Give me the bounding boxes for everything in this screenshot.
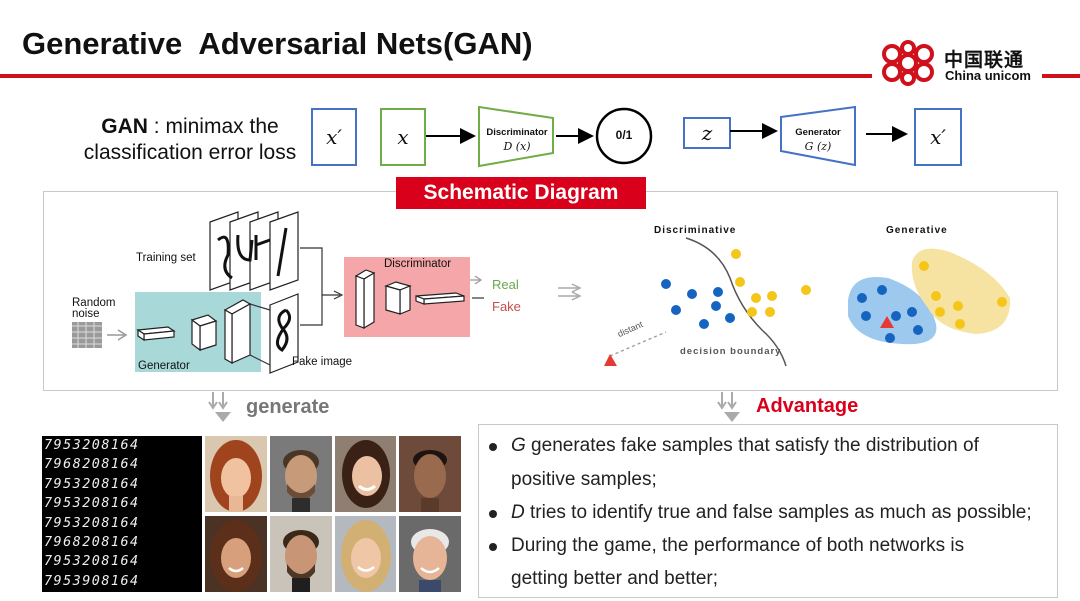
page-title: Generative Adversarial Nets(GAN) <box>22 26 533 61</box>
generator-label: Generator <box>138 360 190 372</box>
gan-definition-line1: : minimax the <box>147 115 279 138</box>
mnist-row: 7953208164 <box>44 515 140 531</box>
mnist-row: 7953208164 <box>44 554 140 570</box>
bullet-2-var: D <box>511 502 525 523</box>
face-image <box>399 515 461 593</box>
decision-boundary-curve <box>685 237 787 367</box>
x-prime-box: x′ <box>311 108 357 166</box>
bullet-2: D tries to identify true and false sampl… <box>511 502 1032 524</box>
gan-term: GAN <box>101 115 148 138</box>
face-image <box>334 515 397 593</box>
face-image <box>334 436 397 513</box>
mnist-row: 7953208164 <box>44 438 140 453</box>
bullet-1-text: generates fake samples that satisfy the … <box>525 435 979 456</box>
discriminator-trapezoid <box>478 105 554 168</box>
gan-flow-diagram <box>426 105 908 168</box>
mnist-row: 7953208164 <box>44 496 140 512</box>
bullet-dot <box>489 543 497 551</box>
random-noise-label-line1: Random <box>72 297 116 309</box>
discriminator-label: Discriminator <box>384 258 452 270</box>
brand-name-cn: 中国联通 <box>944 50 1025 71</box>
fake-label: Fake <box>492 299 521 314</box>
bullet-dot <box>489 510 497 518</box>
bullet-2-text: tries to identify true and false samples… <box>524 502 1032 523</box>
mnist-row: 7953208164 <box>44 476 140 492</box>
random-noise-label-line2: noise <box>72 308 100 320</box>
face-image <box>205 436 267 513</box>
fake-image-label: Fake image <box>292 356 353 368</box>
face-image <box>269 515 332 593</box>
mnist-generated-samples: 7953208164 7968208164 7953208164 7953208… <box>42 436 202 592</box>
header-divider-right <box>1042 74 1080 78</box>
training-digits <box>217 227 288 280</box>
discriminative-yellow-points <box>731 249 811 317</box>
output-circle <box>595 107 653 165</box>
brand-name-en: China unicom <box>945 68 1031 83</box>
discriminator-box-label: Discriminator <box>486 127 548 138</box>
advantage-label: Advantage <box>756 395 859 417</box>
face-image <box>205 515 267 593</box>
face-image <box>269 436 332 513</box>
generator-function: G (z) <box>804 140 832 153</box>
z-box: z <box>683 117 731 149</box>
x-box: x <box>380 108 426 166</box>
discriminative-blue-points <box>661 279 735 329</box>
discriminative-generative-illustration <box>604 237 1011 367</box>
red-triangle-discriminative <box>604 354 617 366</box>
bullet-1-line-2: positive samples; <box>511 469 657 490</box>
generator-box-label: Generator <box>795 127 841 138</box>
red-triangle-generative <box>880 316 894 328</box>
advantage-arrow-icon <box>717 392 740 422</box>
gan-definition: GAN : minimax the classification error l… <box>60 114 320 166</box>
face-image <box>399 436 461 513</box>
discriminator-function: D (x) <box>503 140 531 153</box>
generator-trapezoid <box>780 105 856 167</box>
bullet-1-line-1: G generates fake samples that satisfy th… <box>511 435 979 457</box>
header-divider-left <box>0 74 872 78</box>
bullet-1-var: G <box>511 435 526 456</box>
bullet-3-line-2: getting better and better; <box>511 568 719 589</box>
gan-definition-line2: classification error loss <box>83 141 297 164</box>
mnist-row: 7968208164 <box>44 535 140 551</box>
china-unicom-logo-icon <box>882 40 934 86</box>
mnist-row: 7953908164 <box>44 573 140 589</box>
generate-label: generate <box>246 396 330 418</box>
output-label: 0/1 <box>615 128 633 142</box>
advantage-bullets-panel: G generates fake samples that satisfy th… <box>478 424 1058 598</box>
schematic-diagram-label: Schematic Diagram <box>396 177 646 209</box>
bullet-3-line-1: During the game, the performance of both… <box>511 535 965 556</box>
generative-blue-points <box>857 285 923 343</box>
generative-yellow-points <box>919 261 1007 329</box>
random-noise-label: Random noise <box>72 297 116 320</box>
x-prime-output-box: x′ <box>914 108 962 166</box>
discriminative-title: Discriminative <box>654 225 737 236</box>
training-set-label: Training set <box>136 252 196 264</box>
fake-digit <box>276 308 291 352</box>
generate-arrow-icon <box>208 392 231 422</box>
bullet-dot <box>489 443 497 451</box>
gan-network-schematic <box>72 211 582 374</box>
generative-title: Generative <box>886 225 948 236</box>
real-label: Real <box>492 277 519 292</box>
face-generated-samples <box>205 436 461 592</box>
decision-boundary-label: decision boundary <box>680 346 782 357</box>
mnist-row: 7968208164 <box>44 457 140 473</box>
